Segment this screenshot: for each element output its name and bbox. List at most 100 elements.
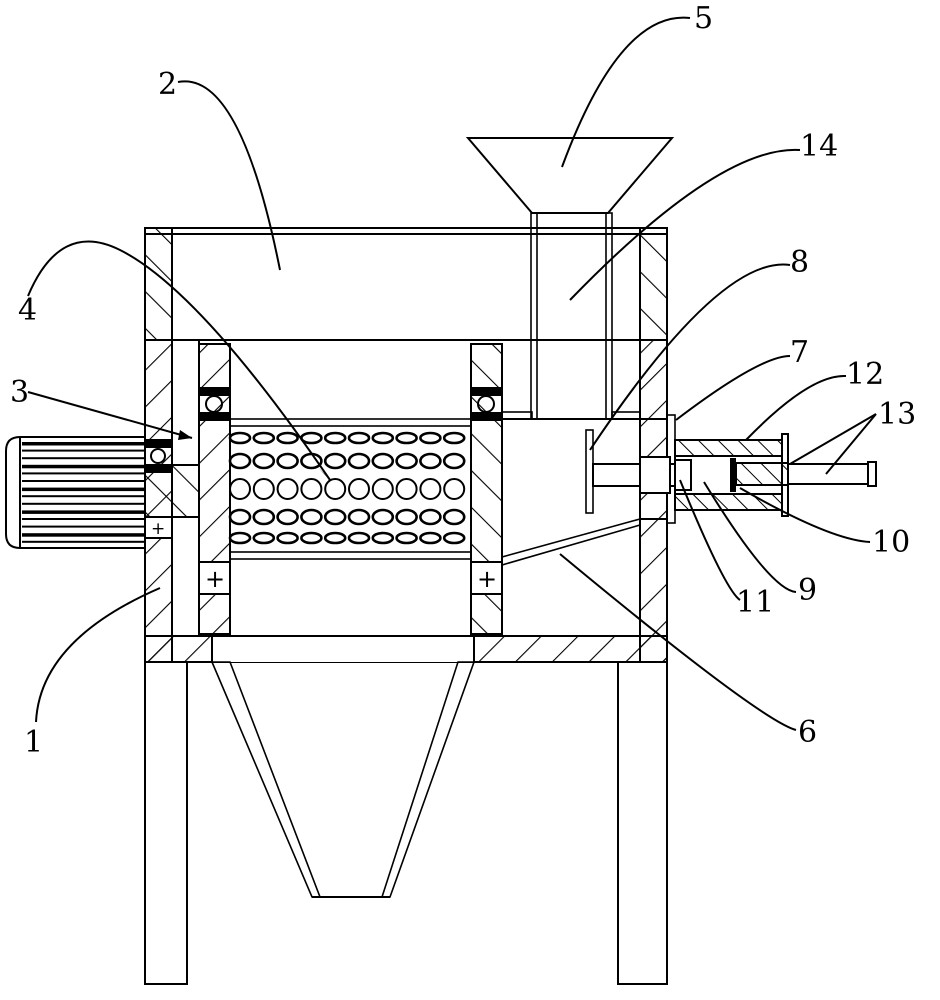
leader-10 [739, 487, 871, 543]
callout-2: 2 [158, 67, 177, 102]
callout-12: 12 [846, 357, 884, 392]
callout-13: 13 [878, 397, 916, 432]
callout-5: 5 [694, 1, 713, 36]
leader-3 [27, 391, 193, 439]
motor [5, 436, 146, 549]
drum-hole [371, 508, 395, 526]
drum-hole [395, 531, 418, 545]
drum-hole [323, 531, 347, 545]
drum-hole [347, 531, 371, 545]
motor-fin [22, 449, 145, 452]
drum-hole [300, 478, 323, 500]
motor-fin [22, 540, 145, 543]
drum-hole [347, 431, 371, 445]
leader-12 [745, 374, 847, 441]
drum-hole [252, 508, 276, 526]
callout-10: 10 [872, 525, 910, 560]
drum-hole [395, 478, 418, 500]
drum-hole [371, 431, 395, 445]
motor-fin [22, 525, 145, 528]
drum-hole [347, 452, 371, 470]
drum-hole [395, 452, 418, 470]
leader-14 [569, 148, 801, 301]
drum-hole [395, 431, 418, 445]
arrowhead-3 [178, 430, 192, 440]
drum-hole [323, 452, 347, 470]
leader-1 [35, 587, 161, 723]
drum-hole [419, 478, 442, 500]
drum-hole [300, 452, 323, 470]
motor-fin [22, 495, 145, 498]
arrowhead-4 [318, 467, 330, 480]
drum-hole [371, 478, 394, 500]
motor-fin [22, 502, 145, 505]
drum-hole [347, 508, 371, 526]
leader-13b [825, 413, 877, 475]
drum-hole [276, 452, 299, 470]
drum-hole [443, 478, 466, 500]
drum-hole [395, 508, 418, 526]
feed-tube [530, 212, 613, 420]
drum-hole [323, 431, 347, 445]
svg-text:+: + [205, 565, 225, 593]
piston-rod-13 [787, 461, 877, 487]
drum-hole [276, 531, 299, 545]
leader-8 [589, 263, 791, 451]
leader-13a [789, 413, 877, 465]
drum-hole [252, 478, 275, 500]
motor-fin [22, 480, 145, 482]
drum-hole [419, 452, 442, 470]
motor-fin [22, 442, 145, 446]
motor-fin [22, 533, 145, 537]
right-drum-flange: + [470, 343, 503, 635]
motor-fin [22, 472, 145, 475]
leader-lines [27, 16, 877, 731]
callout-7: 7 [790, 335, 809, 370]
drum-hole [419, 531, 442, 545]
svg-text:+: + [477, 565, 497, 593]
drum-hole [371, 531, 395, 545]
drum-hole [228, 531, 252, 545]
callout-9: 9 [798, 573, 817, 608]
callout-4: 4 [18, 293, 37, 328]
leader-5 [561, 16, 691, 168]
drum-hole [300, 431, 323, 445]
perforated-drum [228, 418, 472, 560]
leader-6 [559, 553, 797, 731]
drum-hole [300, 508, 323, 526]
motor-fin [22, 457, 145, 460]
motor-fin [22, 464, 145, 469]
drum-hole [300, 531, 323, 545]
leader-11 [679, 479, 741, 601]
drum-hole [419, 508, 442, 526]
drum-hole [371, 452, 395, 470]
drum-hole [228, 431, 252, 445]
leader-9 [703, 481, 797, 593]
drum-hole [442, 508, 466, 526]
callout-3: 3 [10, 375, 29, 410]
motor-fin [22, 510, 145, 514]
drum-hole [324, 478, 347, 500]
motor-fin [22, 518, 145, 520]
press-plate [585, 429, 684, 514]
drum-hole [442, 452, 466, 470]
drum-hole [252, 531, 276, 545]
drum-hole [252, 452, 276, 470]
drum-hole [442, 531, 466, 545]
callout-14: 14 [800, 129, 838, 164]
drum-hole [276, 478, 299, 500]
drum-hole [323, 508, 347, 526]
drum-hole [228, 452, 252, 470]
leader-7 [675, 355, 791, 421]
piston-block-11 [674, 459, 692, 491]
motor-fin [22, 487, 145, 492]
callout-1: 1 [24, 725, 43, 760]
drum-hole [348, 478, 370, 500]
left-drum-flange: + [198, 343, 231, 635]
collection-funnel [210, 661, 476, 898]
drum-hole [229, 478, 251, 500]
drum-hole [276, 508, 299, 526]
drum-hole [228, 508, 252, 526]
drum-hole [419, 431, 442, 445]
